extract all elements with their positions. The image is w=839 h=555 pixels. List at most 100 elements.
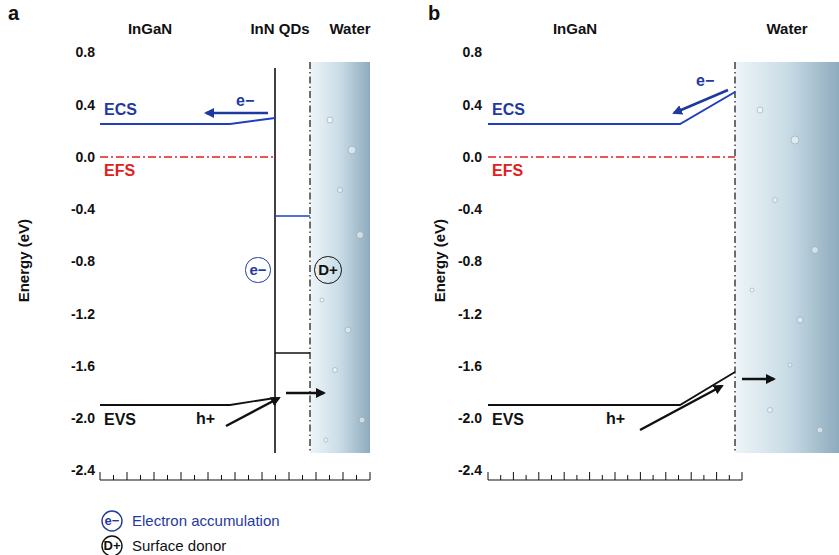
- legend-sample-circle: [102, 536, 122, 555]
- legend-sample-circle: [102, 511, 122, 531]
- legend-text: Surface donor: [132, 537, 226, 554]
- axis-tick: [589, 472, 590, 480]
- axis-tick: [181, 472, 182, 480]
- axis-tick-label: 0.4: [76, 97, 95, 113]
- axis-tick-label: -2.0: [458, 410, 482, 426]
- bubbles: [750, 107, 823, 433]
- axis-tick-label: 0.8: [76, 44, 95, 60]
- axis-tick: [302, 475, 303, 480]
- axis-tick: [248, 475, 249, 480]
- interface-line: [734, 62, 735, 453]
- axis-tick: [576, 475, 577, 480]
- axis-tick-label: -0.4: [71, 201, 95, 217]
- hole-arrow: [226, 398, 279, 426]
- hole-arrow: [640, 386, 722, 430]
- axis-tick: [488, 472, 489, 480]
- axis-tick: [691, 472, 692, 480]
- axis-tick-label: -0.8: [458, 253, 482, 269]
- interface-line: [309, 62, 310, 453]
- axis-tick-label: 0.0: [76, 149, 95, 165]
- axis-tick-label: -1.6: [458, 358, 482, 374]
- region-label: InGaN: [553, 20, 597, 37]
- axis-tick: [500, 475, 501, 480]
- legend-sample-text: D+: [104, 539, 121, 554]
- carrier-label: e−: [236, 92, 254, 110]
- axis-tick-label: -2.4: [458, 462, 482, 478]
- axis-tick: [262, 472, 263, 480]
- bubbles: [320, 117, 365, 442]
- axis-tick: [127, 472, 128, 480]
- surface-donor-circle: D+: [314, 256, 342, 284]
- axis-tick-label: -1.2: [458, 306, 482, 322]
- axis-tick: [356, 475, 357, 480]
- axis-tick-label: 0.8: [463, 44, 482, 60]
- axis-tick: [113, 475, 114, 480]
- band-label: EVS: [104, 411, 136, 429]
- axis-tick: [538, 472, 539, 480]
- axis-tick: [235, 472, 236, 480]
- region-label: Water: [766, 20, 807, 37]
- electron-accumulation-circle: e−: [245, 257, 270, 282]
- axis-tick: [275, 475, 276, 480]
- conduction-band: [488, 92, 735, 124]
- qd-electron-level: [275, 215, 310, 217]
- axis-tick: [564, 472, 565, 480]
- band-label: EVS: [492, 411, 524, 429]
- band-label: EFS: [104, 162, 135, 180]
- axis-tick: [678, 475, 679, 480]
- axis-tick: [602, 475, 603, 480]
- axis-tick: [640, 472, 641, 480]
- conduction-band: [100, 118, 275, 124]
- hole-transfer-arrow: [742, 378, 774, 381]
- axis-tick: [653, 475, 654, 480]
- axis-tick: [316, 472, 317, 480]
- fermi-level: [488, 156, 735, 158]
- region-label: InGaN: [128, 20, 172, 37]
- fermi-level: [100, 156, 275, 158]
- electron-arrow: [206, 112, 268, 115]
- carrier-label: e−: [696, 72, 714, 90]
- axis-tick: [343, 472, 344, 480]
- axis-tick: [526, 475, 527, 480]
- valence-band: [100, 398, 275, 405]
- axis-ticks: [100, 472, 742, 480]
- axis-tick: [167, 475, 168, 480]
- qd-layer-line: [274, 68, 276, 453]
- axis-tick: [551, 475, 552, 480]
- axis-tick-label: -2.4: [71, 462, 95, 478]
- region-label: InN QDs: [250, 20, 309, 37]
- axis-tick-label: -0.4: [458, 201, 482, 217]
- water-region: [735, 62, 839, 453]
- axis-tick: [665, 472, 666, 480]
- axis-tick: [289, 472, 290, 480]
- axis-tick-label: 0.4: [463, 97, 482, 113]
- axis-tick: [221, 475, 222, 480]
- band-label: ECS: [104, 101, 137, 119]
- axis-tick: [627, 475, 628, 480]
- qd-hole-level: [275, 352, 310, 354]
- axis-tick: [208, 472, 209, 480]
- region-label: Water: [329, 20, 370, 37]
- axis-tick: [703, 475, 704, 480]
- axis-tick: [513, 472, 514, 480]
- axis-tick-label: -1.6: [71, 358, 95, 374]
- legend-text: Electron accumulation: [132, 512, 280, 529]
- axis-tick: [742, 472, 743, 480]
- legend-sample-text: e−: [105, 514, 120, 529]
- axis-tick: [729, 475, 730, 480]
- panel-letter: b: [428, 2, 440, 25]
- axis-tick-label: -1.2: [71, 306, 95, 322]
- axis-tick: [140, 475, 141, 480]
- axis-tick: [370, 472, 371, 480]
- axis-tick-label: -0.8: [71, 253, 95, 269]
- band-label: EFS: [492, 162, 523, 180]
- axis-tick: [615, 472, 616, 480]
- carrier-label: h+: [606, 410, 625, 428]
- axis-tick: [100, 472, 101, 480]
- water-region: [310, 62, 370, 453]
- axis-title: Energy (eV): [15, 219, 32, 302]
- carrier-label: h+: [196, 410, 215, 428]
- axis-tick: [329, 475, 330, 480]
- axis-tick-label: 0.0: [463, 149, 482, 165]
